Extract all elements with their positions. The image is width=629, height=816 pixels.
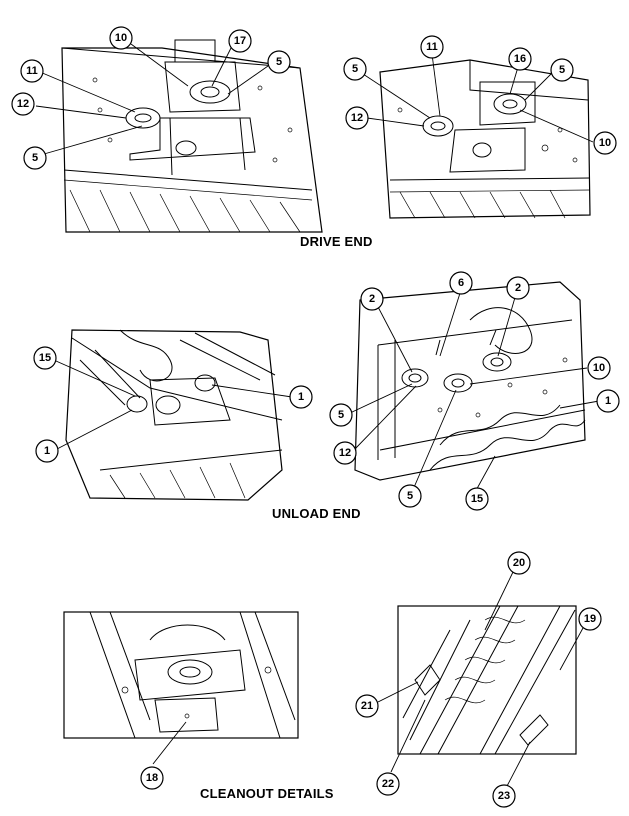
- callout-label: 10: [593, 362, 605, 374]
- callout-label: 12: [351, 112, 363, 124]
- callout-label: 20: [513, 557, 525, 569]
- unload-end-title: UNLOAD END: [272, 506, 361, 521]
- callout-1: 1: [35, 439, 59, 463]
- callout-16: 16: [508, 47, 532, 71]
- callout-label: 23: [498, 790, 510, 802]
- callout-15: 15: [33, 346, 57, 370]
- callout-22: 22: [376, 772, 400, 796]
- callout-label: 5: [407, 490, 413, 502]
- callout-5: 5: [398, 484, 422, 508]
- callout-5: 5: [329, 403, 353, 427]
- callout-label: 15: [471, 493, 483, 505]
- unload-end-right-view: [354, 281, 586, 481]
- callout-1: 1: [596, 389, 620, 413]
- callout-label: 12: [17, 98, 29, 110]
- callout-5: 5: [267, 50, 291, 74]
- callout-label: 5: [276, 56, 282, 68]
- callout-12: 12: [345, 106, 369, 130]
- callout-5: 5: [343, 57, 367, 81]
- unload-end-left-view: [65, 329, 283, 501]
- callout-23: 23: [492, 784, 516, 808]
- callout-11: 11: [420, 35, 444, 59]
- callout-label: 5: [559, 64, 565, 76]
- callout-label: 11: [26, 65, 38, 77]
- callout-label: 5: [32, 152, 38, 164]
- cleanout-left-view: [63, 611, 299, 739]
- callout-label: 1: [605, 395, 611, 407]
- callout-15: 15: [465, 487, 489, 511]
- callout-10: 10: [587, 356, 611, 380]
- callout-label: 19: [584, 613, 596, 625]
- drive-end-left-view: [61, 39, 323, 233]
- callout-label: 2: [369, 293, 375, 305]
- callout-label: 18: [146, 772, 158, 784]
- callout-label: 1: [298, 391, 304, 403]
- callout-11: 11: [20, 59, 44, 83]
- callout-label: 12: [339, 447, 351, 459]
- callout-5: 5: [550, 58, 574, 82]
- callout-20: 20: [507, 551, 531, 575]
- callout-5: 5: [23, 146, 47, 170]
- drive-end-right-view: [379, 59, 591, 219]
- callout-10: 10: [593, 131, 617, 155]
- callout-label: 1: [44, 445, 50, 457]
- callout-label: 6: [458, 277, 464, 289]
- callout-label: 16: [514, 53, 526, 65]
- callout-label: 22: [382, 778, 394, 790]
- callout-label: 10: [599, 137, 611, 149]
- callout-label: 15: [39, 352, 51, 364]
- callout-19: 19: [578, 607, 602, 631]
- callout-21: 21: [355, 694, 379, 718]
- callout-label: 5: [338, 409, 344, 421]
- callout-1: 1: [289, 385, 313, 409]
- callout-2: 2: [506, 276, 530, 300]
- callout-2: 2: [360, 287, 384, 311]
- callout-label: 17: [234, 35, 246, 47]
- callout-12: 12: [333, 441, 357, 465]
- callout-label: 21: [361, 700, 373, 712]
- callout-label: 5: [352, 63, 358, 75]
- leader-lines: [35, 43, 600, 789]
- callout-6: 6: [449, 271, 473, 295]
- cleanout-details-title: CLEANOUT DETAILS: [200, 786, 334, 801]
- drive-end-title: DRIVE END: [300, 234, 373, 249]
- callout-12: 12: [11, 92, 35, 116]
- cleanout-right-view: [397, 605, 577, 755]
- callout-label: 10: [115, 32, 127, 44]
- callout-18: 18: [140, 766, 164, 790]
- callout-label: 11: [426, 41, 438, 53]
- callout-17: 17: [228, 29, 252, 53]
- callout-10: 10: [109, 26, 133, 50]
- callout-label: 2: [515, 282, 521, 294]
